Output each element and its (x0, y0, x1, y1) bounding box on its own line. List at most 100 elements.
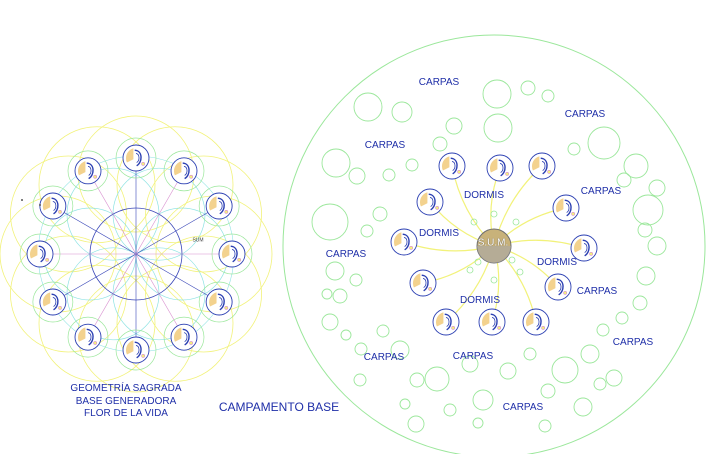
dorm-wedge (209, 292, 217, 307)
dorm-dot (189, 174, 194, 179)
dorm-wedge (221, 244, 230, 259)
dorm-inner-arc (135, 345, 140, 355)
flower-spoke (135, 170, 185, 255)
label-carpas-2: CARPAS (564, 109, 606, 120)
flower-outer-circle (10, 155, 127, 273)
dorm-dot (547, 169, 552, 174)
dorm-arc (86, 162, 94, 180)
petal-ring (198, 281, 240, 323)
petal-ring (115, 329, 157, 371)
tent-circle (596, 323, 610, 337)
dorm-arc (134, 149, 142, 167)
dorm-wedge (42, 196, 51, 211)
tent-circle (636, 266, 656, 286)
dorm-inner-arc (403, 237, 408, 247)
flower-outer-circle (116, 126, 234, 244)
diagram-caption: GEOMETRÍA SAGRADA BASE GENERADORA FLOR D… (70, 383, 181, 421)
petal-ring (67, 150, 109, 192)
tent-circle (332, 288, 348, 304)
tent-circle (382, 168, 396, 182)
dorm-dot (224, 305, 229, 310)
label-dormis-right: DORMIS (537, 257, 577, 268)
dorm-arc (490, 313, 498, 331)
tent-circle (483, 113, 513, 143)
dorm-inner-arc (183, 165, 188, 176)
tent-circle (321, 313, 339, 331)
dorm-dot (435, 205, 440, 210)
dorm-inner-arc (231, 249, 236, 259)
flower-dorm-icon (122, 336, 150, 364)
path-node (490, 210, 498, 218)
tent-circle (445, 117, 463, 135)
dorm-wedge (419, 192, 428, 207)
dorm-wedge (77, 327, 86, 342)
dorm-wedge (555, 198, 564, 213)
flower-outer-circle (38, 264, 156, 382)
tent-circle (391, 101, 413, 123)
dorm-dot (457, 169, 462, 174)
tent-circle (424, 366, 450, 392)
dorm-dot (189, 341, 194, 345)
dorm-dot (58, 209, 62, 214)
flower-dorm-icon (205, 192, 233, 220)
tent-circle (623, 153, 649, 179)
label-carpas-1: CARPAS (418, 77, 460, 88)
dorm-wedge (125, 340, 134, 355)
dorm-wedge (489, 158, 498, 173)
dorm-inner-arc (87, 165, 92, 176)
tent-circle (321, 148, 351, 178)
dorm-dot (409, 245, 414, 250)
flower-dorm-icon (122, 144, 150, 172)
dorm-dot (141, 353, 146, 358)
tent-circle (405, 158, 419, 172)
flower-dorm-icon (170, 157, 198, 185)
tent-circle (580, 344, 600, 364)
tent-circle (321, 288, 333, 300)
dorm-wedge (173, 161, 182, 176)
flower-spoke (135, 253, 220, 303)
dorm-wedge (531, 156, 540, 171)
dorm-arc (217, 197, 225, 215)
label-carpas-5: CARPAS (325, 249, 367, 260)
dorm-inner-arc (429, 197, 434, 207)
camp-dorm-icon (390, 228, 418, 256)
dorm-arc (564, 199, 572, 217)
dorm-dot (563, 290, 568, 295)
tent-circle (615, 311, 629, 325)
dorm-arc (582, 239, 590, 257)
tent-circle (325, 261, 345, 281)
dorm-wedge (441, 156, 450, 171)
dorm-wedge (209, 196, 217, 211)
tent-circle (407, 415, 425, 433)
small-center-label: SUM (192, 237, 204, 244)
tent-circle (353, 373, 367, 387)
path-node (490, 276, 498, 284)
dorm-arc (498, 159, 506, 177)
dorm-dot (428, 286, 433, 291)
flower-spoke (87, 170, 137, 255)
dorm-arc (51, 197, 59, 215)
flower-spoke (52, 253, 137, 303)
camp-dorm-icon (409, 269, 437, 297)
tent-circle (573, 397, 593, 417)
dorm-inner-arc (491, 317, 496, 327)
camp-dorm-icon (570, 234, 598, 262)
dorm-dot (541, 325, 546, 330)
flower-outer-circle (145, 155, 262, 273)
flower-outer-circle (38, 126, 156, 244)
label-carpas-9: CARPAS (452, 351, 494, 362)
caption-line-3: FLOR DE LA VIDA (84, 408, 168, 419)
dorm-wedge (481, 312, 490, 327)
tent-circle (482, 79, 512, 109)
dorm-arc (428, 193, 436, 211)
dorm-wedge (573, 238, 582, 253)
petal-ring (163, 150, 205, 192)
dorm-inner-arc (135, 153, 140, 163)
path-node (516, 268, 524, 276)
flower-spoke (135, 253, 185, 338)
dorm-arc (182, 328, 190, 346)
dorm-wedge (29, 244, 38, 259)
base-camp-plan (282, 34, 706, 454)
dorm-inner-arc (499, 163, 504, 173)
